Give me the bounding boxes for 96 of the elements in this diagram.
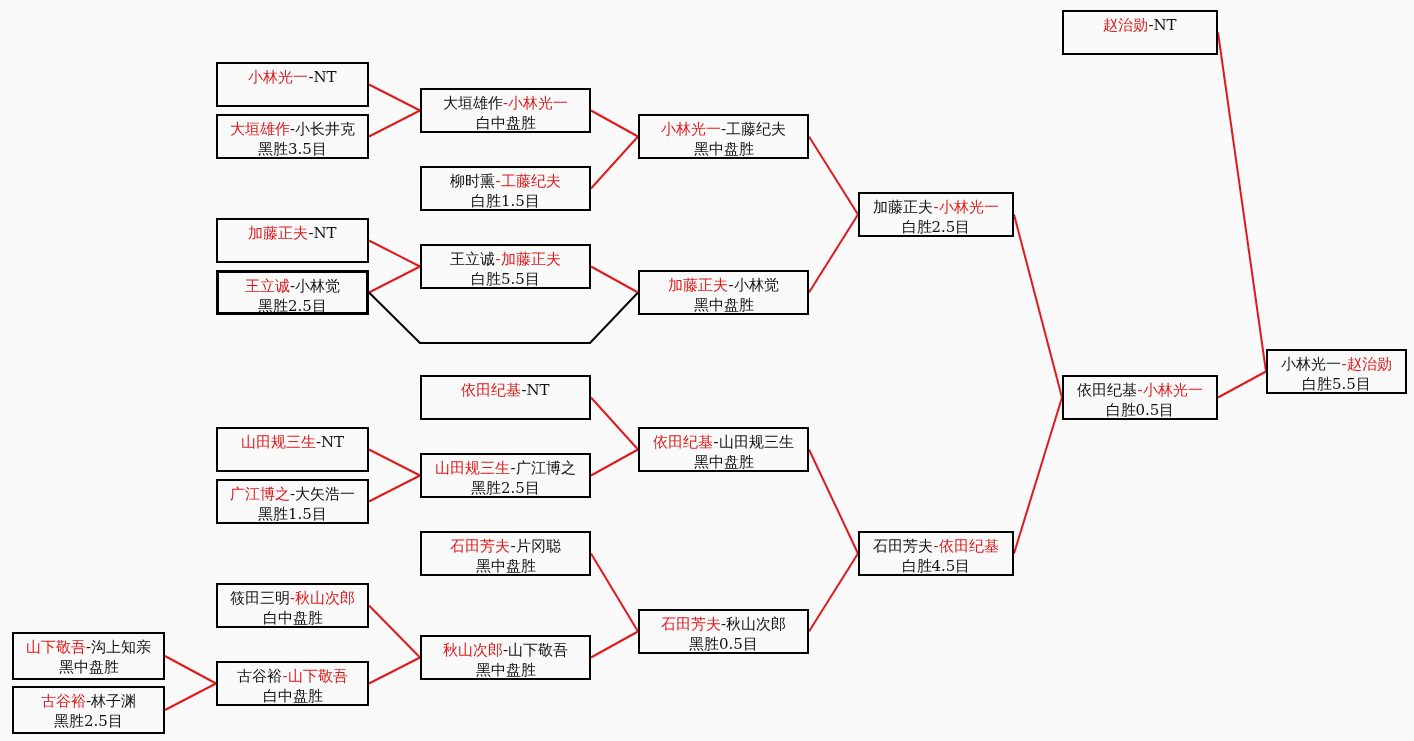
match-box: [216, 479, 369, 524]
match-box: [216, 583, 369, 628]
match-text: 赵治勋-NT: [1103, 16, 1177, 35]
result-text: 黑中盘胜: [693, 453, 754, 472]
bracket-line: [368, 448, 421, 477]
match-text: 筱田三明-秋山次郎: [229, 589, 356, 608]
match-box: [638, 114, 809, 159]
match-box: [420, 244, 591, 289]
bracket-line: [808, 135, 859, 216]
match-box: [216, 114, 369, 159]
result-text: 黑中盘胜: [58, 658, 119, 677]
match-box: [420, 453, 591, 498]
bracket-line: [808, 552, 859, 633]
match-box: [638, 427, 809, 472]
match-box: [216, 270, 369, 315]
bracket-line: [368, 83, 421, 112]
bracket-line: [368, 291, 639, 344]
match-text: 山田规三生-NT: [240, 433, 345, 452]
match-box: [12, 686, 165, 734]
match-box: [420, 88, 591, 133]
result-text: 黑中盘胜: [693, 140, 754, 159]
match-text: 古谷裕-林子渊: [40, 692, 137, 711]
bracket-line: [368, 239, 421, 268]
result-text: 白胜1.5目: [471, 192, 540, 211]
match-text: 大垣雄作-小长井克: [229, 120, 356, 139]
bracket-line: [164, 655, 217, 685]
match-text: 石田芳夫-片冈聪: [450, 537, 561, 556]
match-text: 依田纪基-山田规三生: [653, 433, 794, 452]
match-text: 石田芳夫-依田纪基: [873, 537, 999, 556]
bracket-line: [590, 448, 639, 477]
match-box: [420, 166, 591, 211]
result-text: 黑胜1.5目: [258, 505, 327, 524]
match-text: 小林光一-工藤纪夫: [660, 120, 787, 139]
match-box: [1062, 375, 1218, 420]
bracket-line: [164, 682, 217, 711]
match-box: [216, 661, 369, 706]
match-box: [638, 270, 809, 315]
result-text: 黑胜3.5目: [258, 140, 327, 159]
bracket-line: [590, 396, 639, 451]
bracket-line: [590, 135, 639, 190]
result-text: 白胜2.5目: [901, 218, 971, 237]
result-text: 黑中盘胜: [475, 661, 536, 680]
match-text: 王立诚-小林觉: [244, 277, 341, 296]
bracket-line: [590, 109, 639, 138]
match-text: 柳时熏-工藤纪夫: [450, 172, 561, 191]
match-text: 加藤正夫-NT: [248, 224, 337, 243]
result-text: 黑中盘胜: [693, 296, 754, 315]
result-text: 白胜0.5目: [1105, 401, 1175, 420]
match-box: [12, 632, 165, 680]
bracket-line: [808, 213, 859, 294]
result-text: 黑胜0.5目: [689, 635, 758, 654]
result-text: 白中盘胜: [262, 687, 323, 706]
match-box: [1266, 349, 1407, 394]
result-text: 黑胜2.5目: [54, 712, 123, 731]
bracket-line: [368, 265, 421, 294]
match-box: [638, 609, 809, 654]
match-box: [216, 218, 369, 263]
match-text: 广江博之-大矢浩一: [229, 485, 356, 504]
match-box: [1062, 10, 1218, 55]
match-box: [420, 375, 591, 420]
match-text: 小林光一-NT: [248, 68, 337, 87]
match-text: 山田规三生-广江博之: [435, 459, 576, 478]
bracket-line: [1217, 370, 1267, 399]
match-box: [420, 531, 591, 576]
result-text: 黑胜2.5目: [471, 479, 540, 498]
bracket-line: [590, 552, 639, 633]
result-text: 黑中盘胜: [475, 557, 536, 576]
match-text: 依田纪基-NT: [461, 381, 550, 400]
match-text: 山下敬吾-沟上知亲: [25, 638, 152, 657]
match-text: 依田纪基-小林光一: [1077, 381, 1203, 400]
result-text: 白胜5.5目: [1302, 375, 1371, 394]
bracket-line: [590, 265, 639, 294]
match-box: [858, 192, 1014, 237]
result-text: 白胜4.5目: [901, 557, 971, 576]
bracket-line: [590, 630, 639, 659]
match-text: 大垣雄作-小林光一: [442, 94, 569, 113]
match-text: 加藤正夫-小林光一: [873, 198, 999, 217]
match-box: [420, 635, 591, 680]
result-text: 白中盘胜: [475, 114, 536, 133]
result-text: 黑胜2.5目: [258, 297, 327, 316]
result-text: 白中盘胜: [262, 609, 323, 628]
bracket-line: [368, 604, 421, 659]
result-text: 白胜5.5目: [471, 270, 540, 289]
match-text: 石田芳夫-秋山次郎: [660, 615, 787, 634]
match-text: 秋山次郎-山下敬吾: [442, 641, 569, 660]
match-text: 加藤正夫-小林觉: [668, 276, 779, 295]
match-text: 小林光一-赵治勋: [1281, 355, 1392, 374]
bracket-line: [368, 656, 421, 685]
bracket-line: [368, 109, 421, 138]
bracket-line: [808, 448, 859, 555]
match-text: 王立诚-加藤正夫: [450, 250, 561, 269]
bracket-line: [368, 474, 421, 503]
match-box: [216, 62, 369, 107]
match-box: [858, 531, 1014, 576]
match-box: [216, 427, 369, 472]
match-text: 古谷裕-山下敬吾: [237, 667, 348, 686]
